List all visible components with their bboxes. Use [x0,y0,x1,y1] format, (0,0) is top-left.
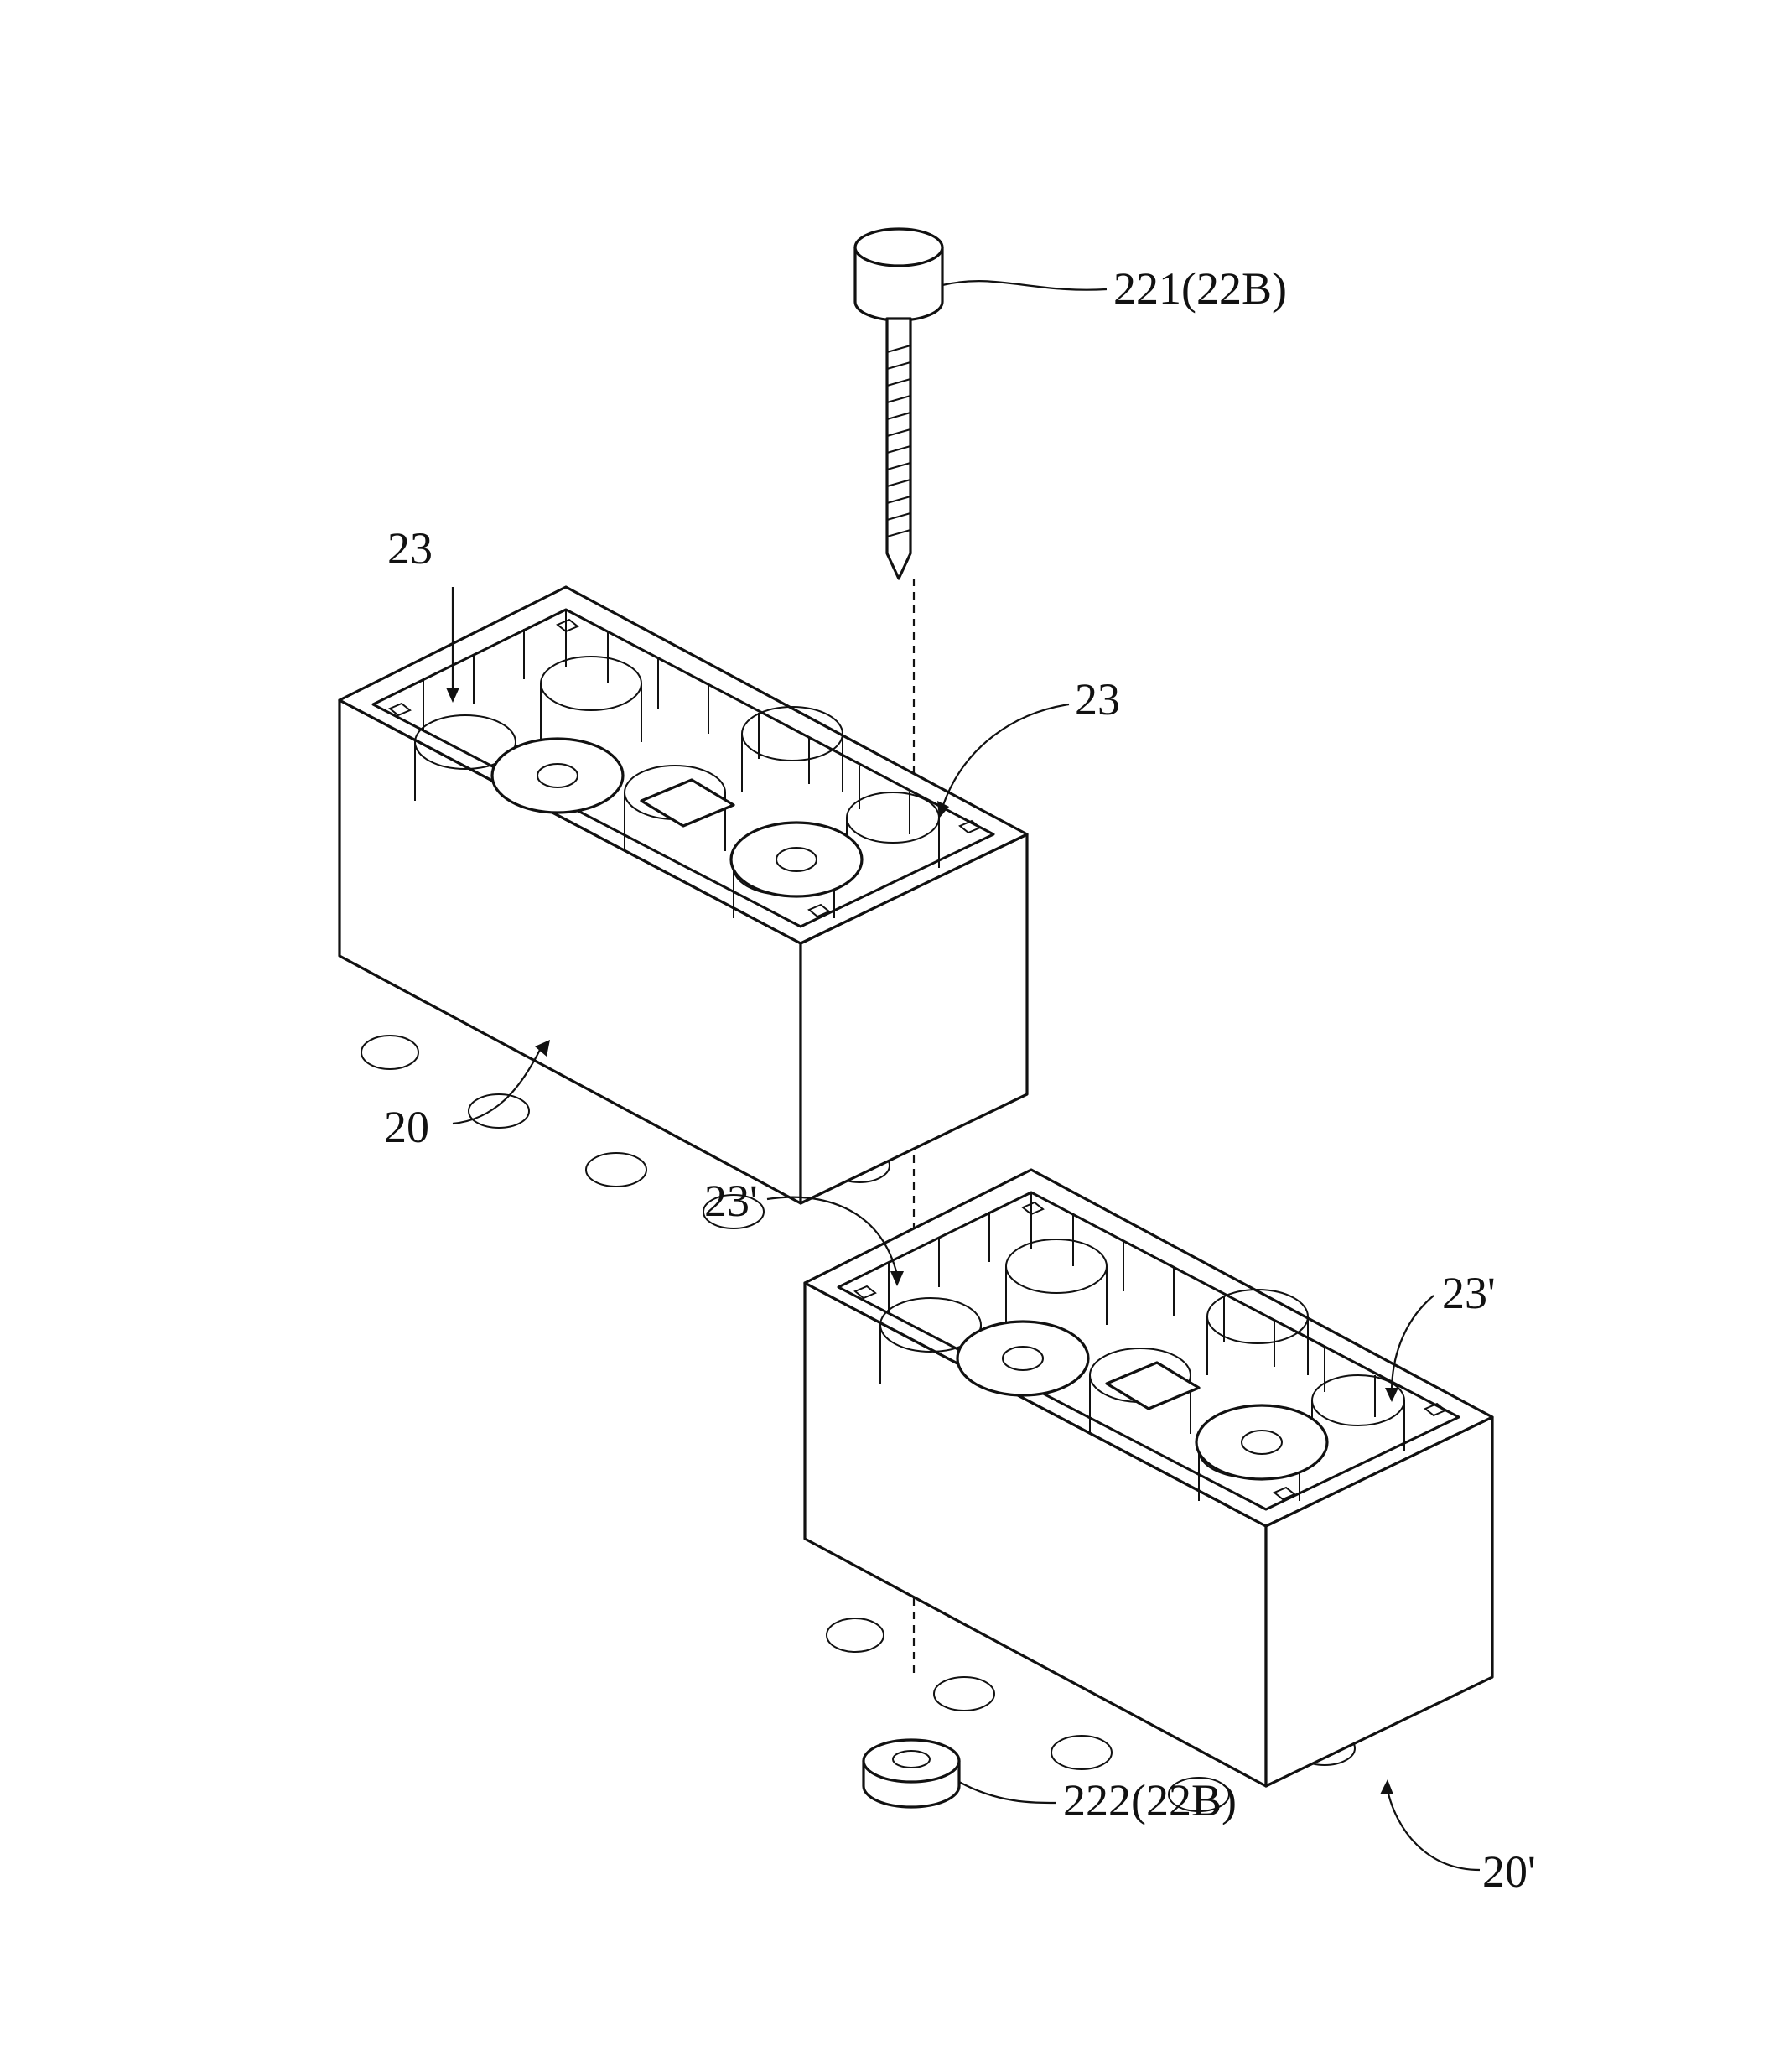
block-20-prime [803,1168,1494,1813]
label-nut: 222(22B) [1063,1775,1237,1825]
block-20 [338,585,1029,1230]
nut [862,1738,961,1809]
label-hole-top-left: 23 [387,523,433,574]
label-hole-bottom-left: 23' [704,1176,758,1226]
screw [853,227,944,580]
label-block-bottom: 20' [1482,1846,1536,1897]
label-screw: 221(22B) [1113,263,1287,314]
leader-lines [446,280,1481,1872]
label-block-top: 20 [384,1102,429,1152]
label-hole-top-right: 23 [1075,674,1120,724]
label-hole-bottom-right: 23' [1442,1268,1496,1318]
